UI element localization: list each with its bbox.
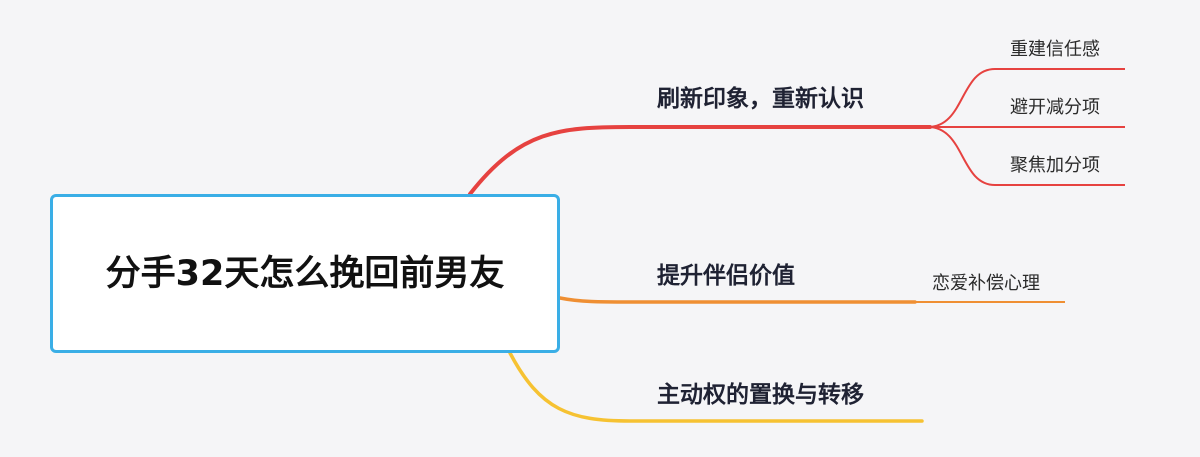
branch-connector-2 bbox=[558, 296, 917, 304]
root-title: 分手32天怎么挽回前男友 bbox=[105, 253, 505, 294]
root-topic[interactable]: 分手32天怎么挽回前男友 bbox=[50, 194, 560, 353]
leaf-label-2-1[interactable]: 恋爱补偿心理 bbox=[932, 273, 1040, 294]
leaf-label-1-2[interactable]: 避开减分项 bbox=[1010, 97, 1100, 118]
leaf-connector-1-3 bbox=[927, 126, 1125, 186]
leaf-label-1-1[interactable]: 重建信任感 bbox=[1010, 39, 1100, 60]
branch-connector-1 bbox=[468, 125, 932, 196]
branch-connector-3 bbox=[508, 351, 924, 423]
branch-label-3[interactable]: 主动权的置换与转移 bbox=[657, 382, 864, 408]
leaf-connector-1-1 bbox=[927, 68, 1125, 128]
leaf-label-1-3[interactable]: 聚焦加分项 bbox=[1010, 155, 1100, 176]
branch-label-2[interactable]: 提升伴侣价值 bbox=[657, 263, 795, 289]
branch-label-1[interactable]: 刷新印象，重新认识 bbox=[657, 86, 864, 112]
